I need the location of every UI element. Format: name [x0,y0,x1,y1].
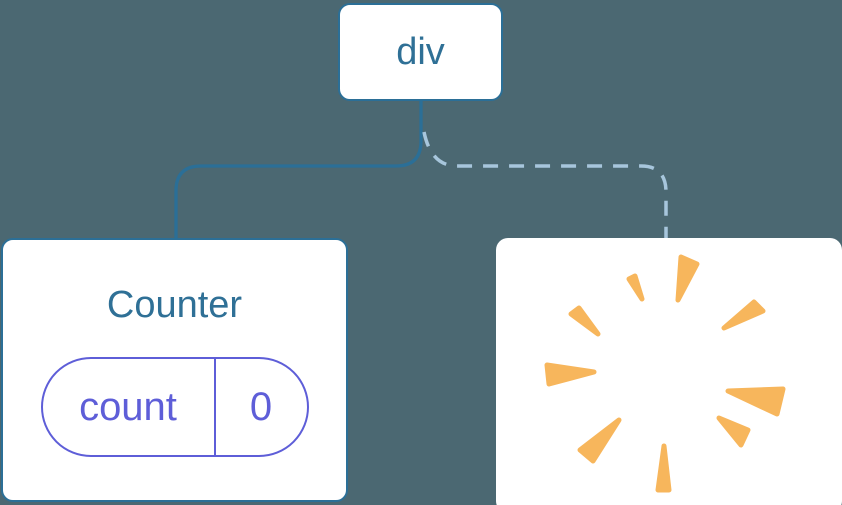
poof-ray [655,443,672,493]
counter-component-card: Counter count 0 [1,238,348,502]
poof-ray [721,299,766,331]
edge-solid-connector [174,101,423,240]
poof-ray [716,415,751,448]
state-key-label: count [79,384,177,429]
root-node: div [338,3,503,101]
state-pill: count 0 [40,357,309,457]
root-node-label: div [396,31,445,73]
state-value-label: 0 [249,384,273,429]
poof-ray [675,254,700,303]
poof-burst-icon [544,254,786,493]
counter-title: Counter [106,284,243,326]
edge-dashed-connector [422,131,668,244]
state-key-cell: count [43,359,216,455]
state-value-cell: 0 [216,359,307,455]
poof-ray [577,417,622,464]
poof-ray [725,386,786,417]
poof-ray [626,273,645,302]
removed-component-card [496,238,842,505]
poof-ray [544,362,597,387]
poof-ray [568,305,601,337]
